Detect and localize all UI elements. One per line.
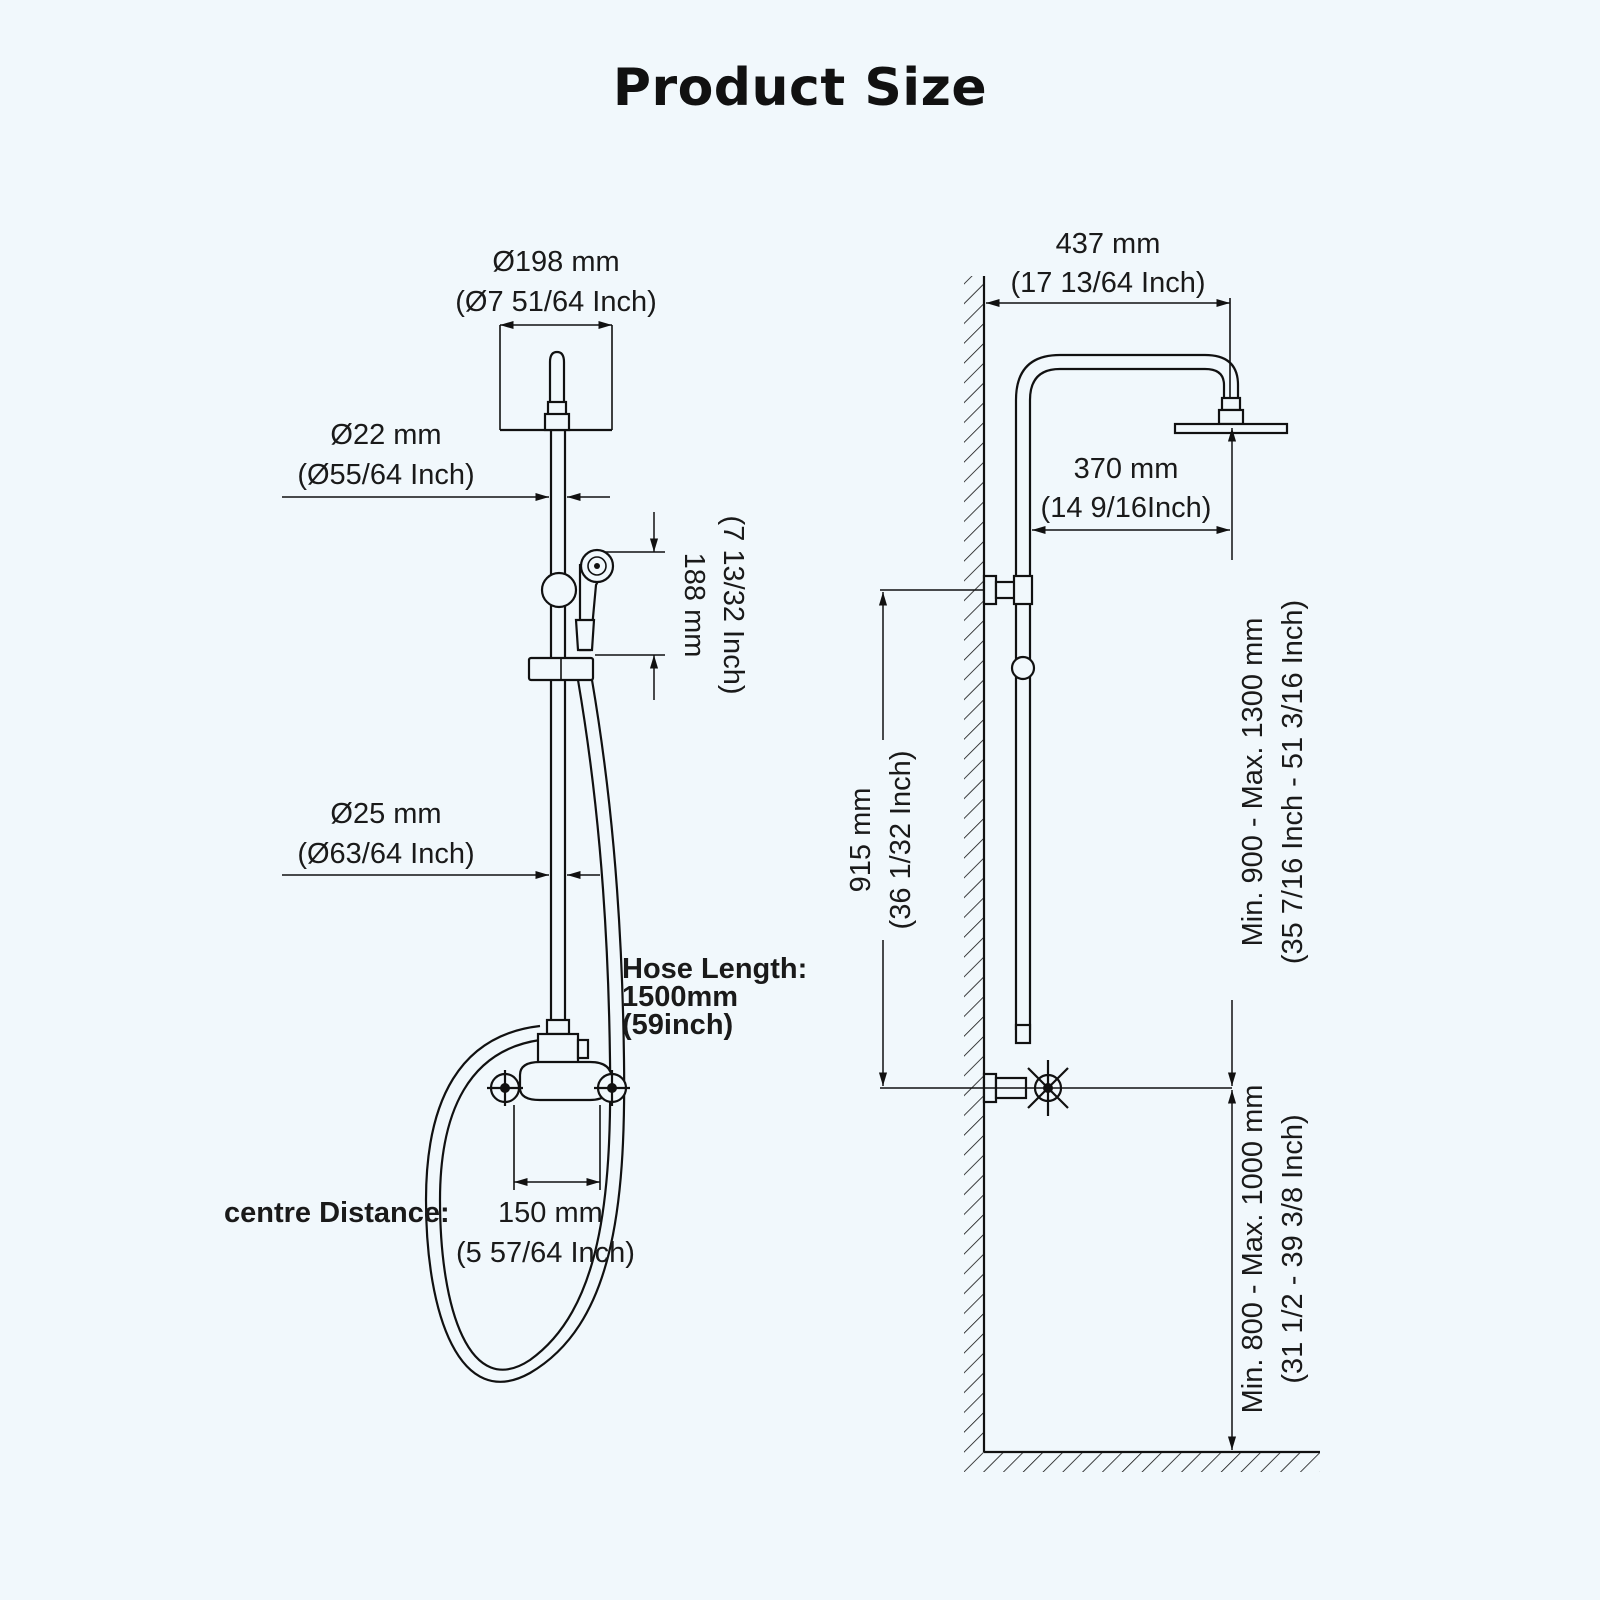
dim-bracket-spacing: [878, 589, 1232, 1089]
mixer-height-mm: Min. 800 - Max. 1000 mm: [1237, 1085, 1269, 1414]
arm-reach-mm: 370 mm: [1074, 453, 1179, 485]
bracket-spacing-mm: 915 mm: [845, 788, 877, 893]
mixer-valve-front: [487, 1018, 630, 1106]
upper-pipe-inch: (Ø55/64 Inch): [297, 459, 474, 491]
hand-shower: [540, 548, 615, 652]
front-view-drawing: [282, 320, 665, 1383]
head-diameter-inch: (Ø7 51/64 Inch): [455, 286, 657, 318]
wall: [964, 276, 1320, 1472]
mixer-height-inch: (31 1/2 - 39 3/8 Inch): [1277, 1114, 1309, 1383]
mixer-valve-side: [982, 1023, 1069, 1116]
dim-arm-total: [986, 298, 1231, 398]
centre-distance-inch: (5 57/64 Inch): [456, 1237, 635, 1269]
centre-distance-label: centre Distance:: [224, 1197, 450, 1229]
hand-shower-mm: 188 mm: [678, 553, 710, 658]
dim-hand-shower: [595, 512, 665, 700]
cross-handle-right: [594, 1070, 630, 1106]
cross-handle-left: [487, 1070, 523, 1106]
shower-head-side: [1173, 396, 1289, 435]
diagram-title: Product Size: [612, 58, 988, 118]
lower-pipe-mm: Ø25 mm: [330, 798, 441, 830]
bracket-spacing-inch: (36 1/32 Inch): [885, 751, 917, 930]
arm-reach-inch: (14 9/16Inch): [1041, 492, 1212, 524]
wall-bracket-top: [982, 574, 1036, 681]
side-view-drawing: [878, 276, 1320, 1472]
riser-pipe: [549, 430, 567, 1020]
hose-length-label: Hose Length:: [622, 953, 807, 985]
hose-length-mm: 1500mm: [622, 981, 738, 1013]
upper-pipe-mm: Ø22 mm: [330, 419, 441, 451]
hand-shower-inch: (7 13/32 Inch): [717, 516, 749, 695]
side-riser: [1014, 353, 1240, 1030]
hose-length-inch: (59inch): [622, 1009, 733, 1041]
dim-centre-distance: [513, 1105, 601, 1190]
centre-distance-mm: 150 mm: [498, 1197, 603, 1229]
shower-hose: [424, 679, 626, 1383]
lower-pipe-inch: (Ø63/64 Inch): [297, 838, 474, 870]
head-height-mm: Min. 900 - Max. 1300 mm: [1237, 618, 1269, 947]
shower-head-front: [499, 325, 613, 432]
arm-total-inch: (17 13/64 Inch): [1010, 267, 1205, 299]
slide-bar-holder: [527, 656, 595, 682]
arm-total-mm: 437 mm: [1056, 228, 1161, 260]
head-height-inch: (35 7/16 Inch - 51 3/16 Inch): [1277, 600, 1309, 964]
head-diameter-mm: Ø198 mm: [492, 246, 619, 278]
